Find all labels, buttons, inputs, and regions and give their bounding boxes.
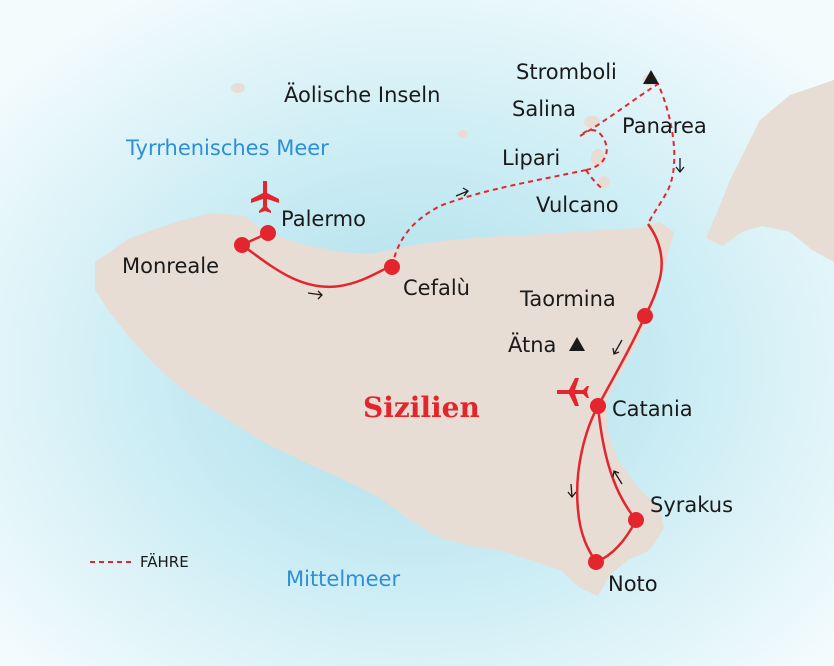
place-label-lipari: Lipari [502,146,560,170]
volcano-triangle-icon [569,337,585,351]
place-label-palermo: Palermo [281,207,366,231]
arrow-icon [455,187,469,197]
arrow-icon [307,290,323,300]
ferry-route-lipari-vulcano [579,129,608,191]
city-dot-palermo[interactable] [260,225,276,241]
arrow-icon [612,339,623,355]
place-label-syrakus: Syrakus [650,493,733,517]
mainland-calabria [706,80,834,262]
arrow-icon [612,470,623,485]
islet-filicudi [458,130,468,138]
region-label-aeolian: Äolische Inseln [284,82,440,107]
islet-alicudi [231,83,245,93]
city-dot-monreale[interactable] [234,237,250,253]
place-label-aetna: Ätna [508,332,556,357]
place-label-stromboli: Stromboli [516,60,617,84]
sea-label-mediterranean: Mittelmeer [286,567,400,591]
legend: FÄHRE [90,552,189,571]
place-label-panarea: Panarea [622,114,707,138]
islet-vulcano-land [598,176,610,188]
city-dot-noto[interactable] [588,554,604,570]
map-title: Sizilien [363,391,480,424]
legend-ferry-label: FÄHRE [140,552,189,571]
place-label-cefalu: Cefalù [403,276,470,300]
airplane-icon [557,378,589,406]
ferry-route-cefalu-lipari [391,169,587,267]
place-label-salina: Salina [512,97,576,121]
city-dot-syrakus[interactable] [628,512,644,528]
road-route-palermo-cefalu [239,231,393,289]
island-sicily [95,213,674,596]
volcano-triangle-icon [643,70,659,84]
arrow-icon [675,158,685,174]
city-dot-taormina[interactable] [637,308,653,324]
sea-label-tyrrhenian: Tyrrhenisches Meer [125,136,329,160]
arrow-icon [567,483,577,499]
place-label-taormina: Taormina [519,287,616,311]
islet-lipari-land [591,149,605,167]
place-label-vulcano: Vulcano [536,193,619,217]
city-dot-cefalu[interactable] [384,259,400,275]
place-label-catania: Catania [612,397,693,421]
ferry-route-aeolian-loop [579,82,676,225]
airplane-icon [251,181,279,213]
place-label-noto: Noto [608,572,658,596]
city-dot-catania[interactable] [590,398,606,414]
place-label-monreale: Monreale [122,254,219,278]
